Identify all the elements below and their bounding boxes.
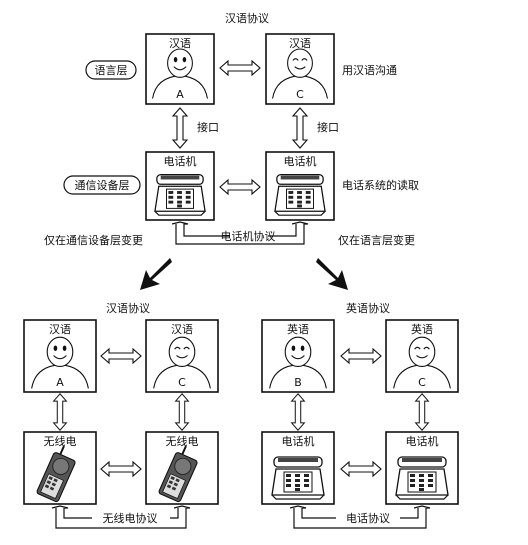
bottom-left-person-right-letter: C [178,376,186,389]
bottom-left-left-interface-arrow-icon [53,393,67,431]
top-person-right-lang: 汉语 [289,37,311,50]
bottom-left-device-left-label: 无线电 [44,434,77,448]
bottom-right-person-right-letter: C [418,376,426,389]
language-layer-label: 语言层 [95,64,128,77]
bottom-right-person-right-lang: 英语 [411,322,433,336]
bottom-right-device-right-label: 电话机 [406,434,439,448]
bottom-left-lang-double-arrow-icon [100,348,142,364]
top-device-protocol-label: 电话机协议 [221,229,276,243]
top-protocol-label: 汉语协议 [225,11,269,25]
bottom-left-device-double-arrow-icon [100,461,142,477]
top-comm-text: 用汉语沟通 [342,64,397,77]
bottom-right-device-left-label: 电话机 [282,434,315,448]
top-device-text: 电话系统的读取 [342,178,419,192]
bottom-right-device-right: 电话机 [385,431,459,505]
down-right-arrow-icon [316,258,348,290]
bottom-right-right-interface-arrow-icon [415,393,429,431]
top-device-protocol-bracket [171,221,309,245]
top-left-interface-label: 接口 [197,121,219,134]
device-layer-badge: 通信设备层 [63,175,141,195]
bottom-left-device-right: 无线电 [145,431,219,505]
top-lang-double-arrow-icon [219,60,261,76]
bottom-left-device-protocol-label: 无线电协议 [103,511,158,525]
telephone-icon [271,456,325,500]
bottom-right-person-left: 英语 B [261,319,335,393]
top-person-left: 汉语 A [145,33,215,105]
bottom-right-protocol-label: 英语协议 [346,301,390,315]
telephone-icon [395,456,449,500]
top-person-left-letter: A [176,88,184,101]
bottom-left-person-left-letter: A [56,376,64,389]
top-person-left-lang: 汉语 [169,37,191,50]
bottom-right-device-protocol-label: 电话协议 [346,511,390,525]
change-left-label: 仅在通信设备层变更 [44,233,143,247]
bottom-right-left-interface-arrow-icon [291,393,305,431]
bottom-left-device-left: 无线电 [23,431,97,505]
bottom-left-protocol-label: 汉语协议 [106,301,150,315]
top-device-right-label: 电话机 [284,154,317,168]
bottom-left-person-left: 汉语 A [23,319,97,393]
bottom-left-device-protocol-bracket [51,505,191,529]
telephone-icon [274,173,326,216]
top-right-interface-label: 接口 [317,121,339,134]
top-person-right-letter: C [296,88,304,101]
top-right-interface-arrow-icon [292,107,308,149]
down-left-arrow-icon [140,258,172,290]
bottom-right-device-left: 电话机 [261,431,335,505]
bottom-left-person-right: 汉语 C [145,319,219,393]
top-person-right: 汉语 C [265,33,335,105]
change-right-label: 仅在语言层变更 [338,233,415,247]
bottom-right-device-double-arrow-icon [340,461,382,477]
bottom-left-right-interface-arrow-icon [175,393,189,431]
language-layer-badge: 语言层 [85,60,137,80]
bottom-right-lang-double-arrow-icon [340,348,382,364]
device-layer-label: 通信设备层 [75,178,130,192]
top-left-interface-arrow-icon [172,107,188,149]
bottom-left-person-left-lang: 汉语 [49,323,71,336]
bottom-right-person-left-letter: B [294,376,302,389]
bottom-right-person-right: 英语 C [385,319,459,393]
bottom-right-device-protocol-bracket [289,505,431,529]
telephone-icon [154,173,206,216]
top-device-right: 电话机 [265,151,335,221]
bottom-left-person-right-lang: 汉语 [171,323,193,336]
bottom-right-person-left-lang: 英语 [287,322,309,336]
top-device-left: 电话机 [145,151,215,221]
top-device-left-label: 电话机 [164,154,197,168]
bottom-left-device-right-label: 无线电 [166,434,199,448]
top-device-double-arrow-icon [219,179,261,195]
